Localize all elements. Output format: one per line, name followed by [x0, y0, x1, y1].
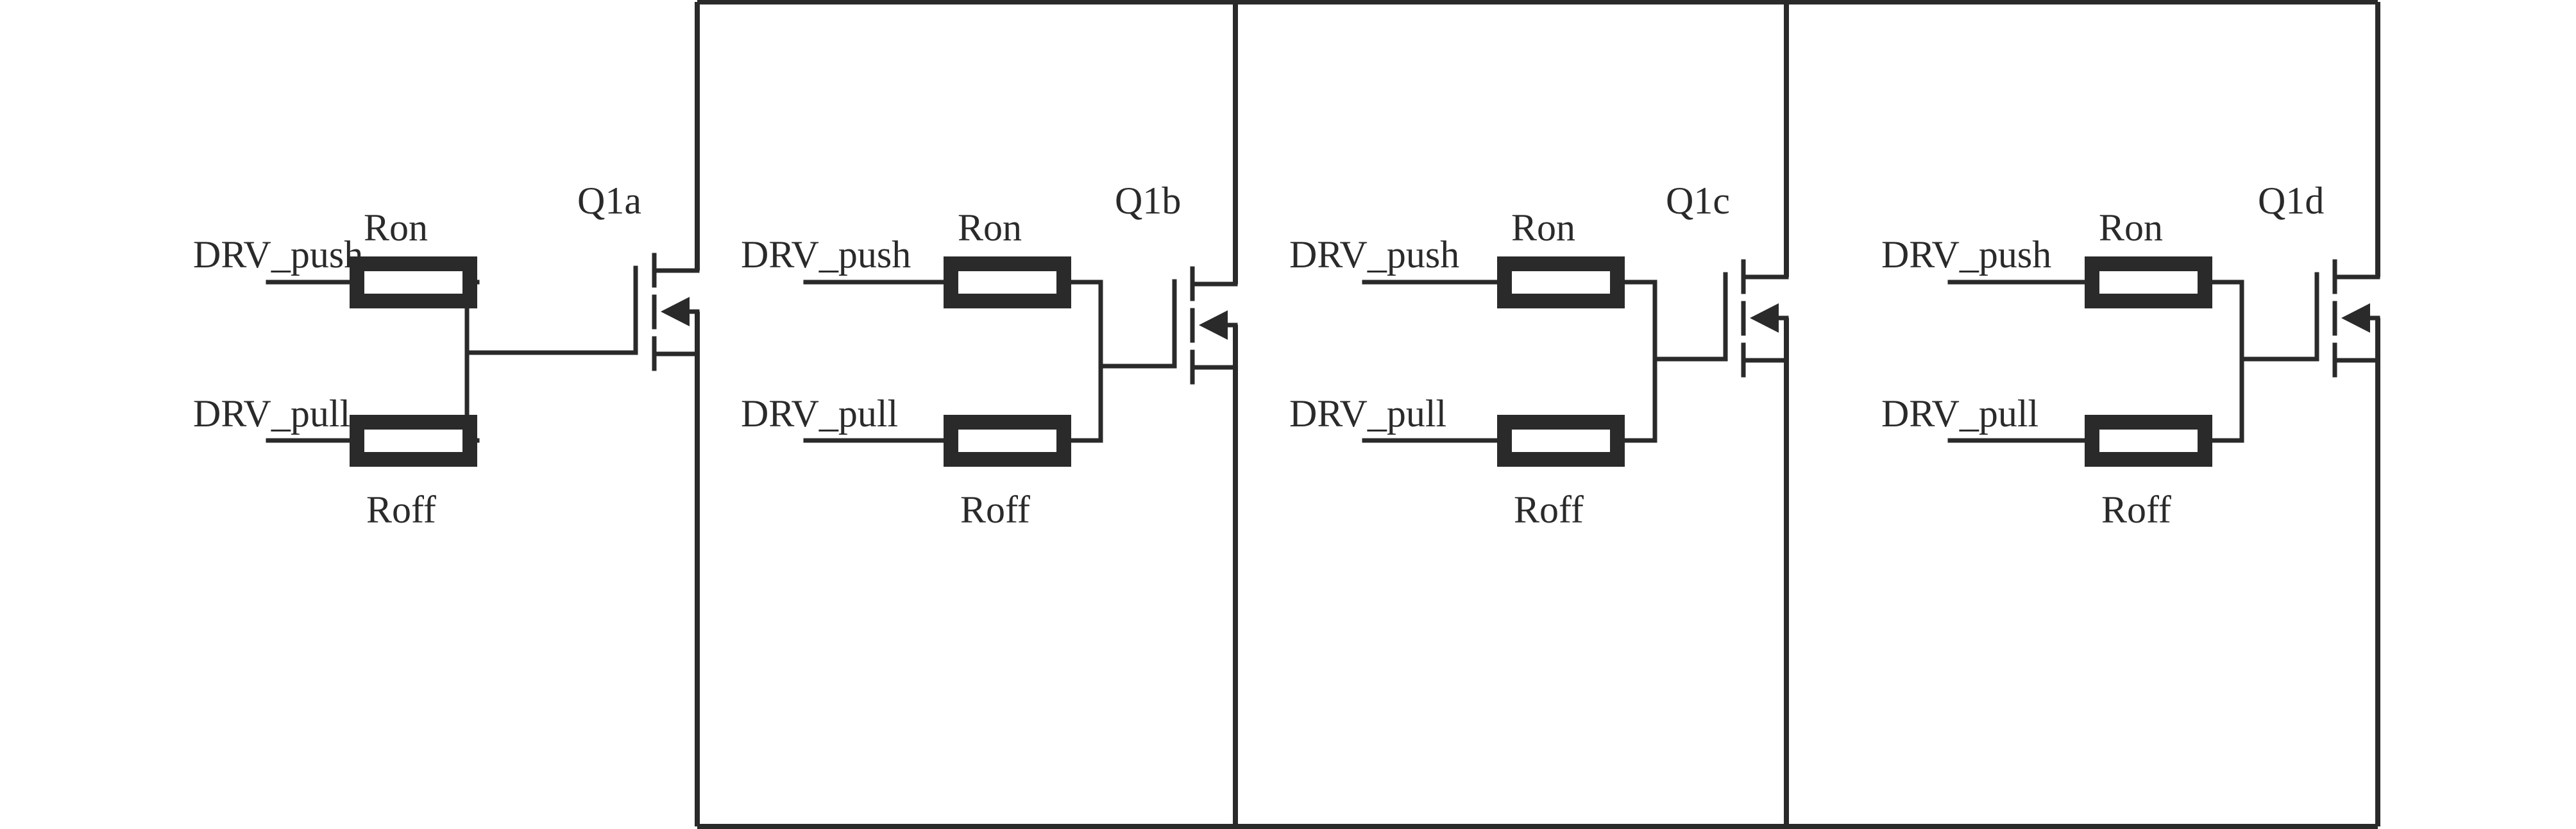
ron-resistor-hole: [2099, 271, 2198, 294]
drv-pull-label: DRV_pull: [1881, 392, 2038, 435]
body-arrow-icon: [1750, 303, 1779, 333]
ron-resistor-hole: [1512, 271, 1610, 294]
roff-resistor-hole: [1512, 430, 1610, 452]
ron-resistor-hole: [364, 271, 462, 294]
ron-label: Ron: [958, 206, 1022, 249]
roff-label: Roff: [366, 489, 436, 531]
transistor-label: Q1a: [577, 180, 641, 222]
drv-push-label: DRV_push: [193, 233, 363, 276]
driver-stages: DRV_pushDRV_pullRonRoffQ1aDRV_pushDRV_pu…: [193, 2, 2380, 826]
transistor-label: Q1c: [1666, 180, 1730, 222]
body-arrow-icon: [2341, 303, 2370, 333]
transistor-label: Q1d: [2258, 180, 2324, 222]
drv-pull-label: DRV_pull: [741, 392, 898, 435]
body-arrow-icon: [1199, 310, 1228, 340]
power-buses: [697, 0, 2378, 829]
drv-pull-label: DRV_pull: [1289, 392, 1446, 435]
body-arrow-icon: [661, 297, 690, 326]
ron-label: Ron: [2099, 206, 2163, 249]
roff-label: Roff: [960, 489, 1030, 531]
roff-resistor-hole: [2099, 430, 2198, 452]
ron-resistor-hole: [958, 271, 1056, 294]
drv-pull-label: DRV_pull: [193, 392, 350, 435]
roff-resistor-hole: [364, 430, 462, 452]
drv-push-label: DRV_push: [1289, 233, 1459, 276]
roff-label: Roff: [2101, 489, 2171, 531]
roff-resistor-hole: [958, 430, 1056, 452]
ron-label: Ron: [1511, 206, 1575, 249]
drv-push-label: DRV_push: [1881, 233, 2051, 276]
ron-label: Ron: [364, 206, 428, 249]
drv-push-label: DRV_push: [741, 233, 911, 276]
transistor-label: Q1b: [1115, 180, 1181, 222]
roff-label: Roff: [1514, 489, 1584, 531]
